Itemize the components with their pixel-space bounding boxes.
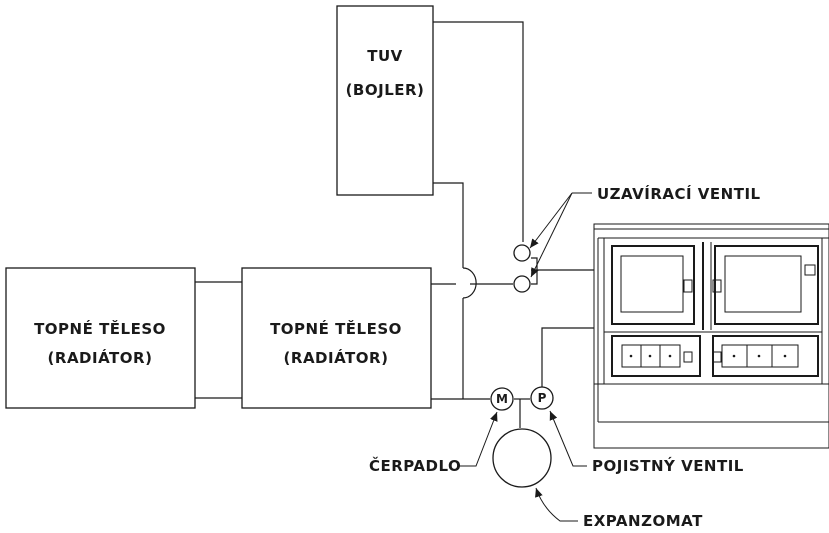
radiator-right: TOPNÉ TĚLESO (RADIÁTOR) <box>241 267 432 409</box>
safety-valve-symbol-circle <box>530 386 554 410</box>
stove-door-upper-right <box>714 245 819 325</box>
radiator-right-label-line1: TOPNÉ TĚLESO <box>270 319 402 338</box>
return-line-to-stove <box>541 327 594 387</box>
pump-symbol-circle <box>490 387 514 411</box>
shutoff-valve-label: UZAVÍRACÍ VENTIL <box>597 184 761 203</box>
radiator-left-label-line2: (RADIÁTOR) <box>48 348 153 367</box>
pump-label: ČERPADLO <box>369 456 461 475</box>
stove-drawer-lower-left <box>611 335 701 377</box>
radiator-right-label-line2: (RADIÁTOR) <box>284 348 389 367</box>
boiler-tank: TUV (BOJLER) <box>336 5 434 196</box>
expansion-tank-label: EXPANZOMAT <box>583 512 703 530</box>
boiler-supply-pipe <box>433 21 524 242</box>
safety-valve: P POJISTNÝ VENTIL <box>530 386 744 475</box>
radiator-left-label-line1: TOPNÉ TĚLESO <box>34 319 166 338</box>
expansion-tank: EXPANZOMAT <box>492 428 703 530</box>
pump-symbol-letter: M <box>496 392 508 406</box>
pump-leader <box>458 411 498 467</box>
safety-valve-symbol-letter: P <box>538 391 547 405</box>
shutoff-valve-arrow-upper <box>529 192 573 249</box>
boiler-tank-label-line1: TUV <box>367 47 403 65</box>
stove-door-upper-left <box>611 245 695 325</box>
expansion-tank-symbol <box>492 428 552 488</box>
expansion-tank-leader <box>535 487 578 522</box>
pipework <box>195 21 594 428</box>
pump: M ČERPADLO <box>369 387 514 475</box>
safety-valve-label: POJISTNÝ VENTIL <box>592 456 744 475</box>
safety-valve-leader <box>549 410 587 467</box>
stove-unit <box>593 223 829 449</box>
boiler-return-pipe <box>433 182 464 268</box>
boiler-tank-label-line2: (BOJLER) <box>346 81 425 99</box>
radiator-left: TOPNÉ TĚLESO (RADIÁTOR) <box>5 267 196 409</box>
shutoff-valve-upper <box>513 244 531 262</box>
pipe-crossover <box>462 267 477 299</box>
shutoff-valve-arrow-lower <box>530 192 573 278</box>
shutoff-valves: UZAVÍRACÍ VENTIL <box>513 184 761 293</box>
shutoff-valve-lower <box>513 275 531 293</box>
